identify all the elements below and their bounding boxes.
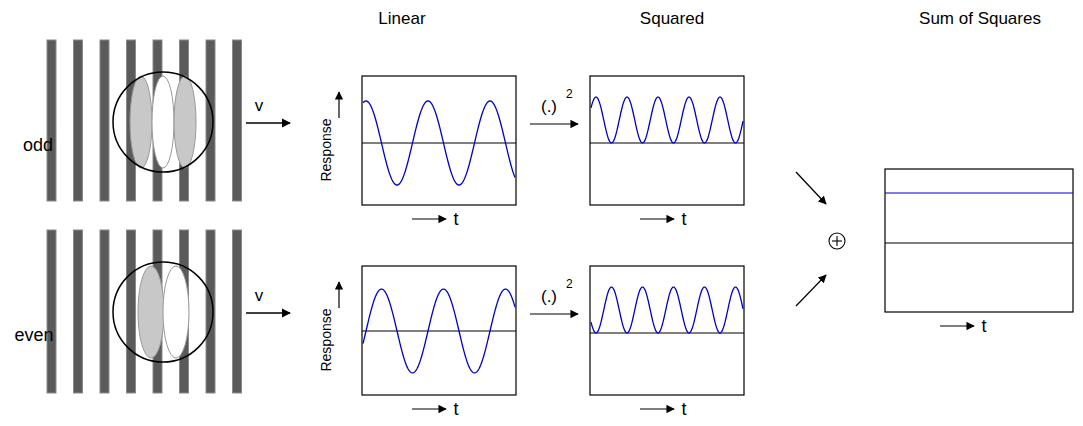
grating-bar [74, 230, 83, 393]
label: Sum of Squares [919, 10, 1041, 27]
grating-bar [100, 40, 109, 201]
label: 2 [566, 88, 573, 100]
label: v [255, 287, 264, 304]
grating-bar [47, 230, 56, 393]
label: Response [319, 118, 333, 181]
label: 2 [566, 278, 573, 290]
label: even [14, 326, 53, 344]
grating-bar [233, 230, 242, 393]
label: (.) [541, 98, 557, 115]
label: (.) [541, 288, 557, 305]
label: t [681, 210, 686, 228]
label: t [453, 400, 458, 418]
grating-bar [47, 40, 56, 201]
label: v [255, 97, 264, 114]
grating-bar [127, 230, 136, 393]
label: Squared [640, 10, 704, 27]
label: t [981, 317, 986, 335]
label: Response [319, 308, 333, 371]
label: t [681, 400, 686, 418]
label: odd [23, 136, 53, 154]
grating-bar [74, 40, 83, 201]
grating-bar [233, 40, 242, 201]
even-filter [113, 262, 213, 362]
label: t [453, 210, 458, 228]
grating-stimuli [47, 40, 242, 393]
label: Linear [378, 10, 425, 27]
odd-filter [113, 72, 213, 172]
grating-bar [100, 230, 109, 393]
sum-symbol [829, 233, 845, 249]
